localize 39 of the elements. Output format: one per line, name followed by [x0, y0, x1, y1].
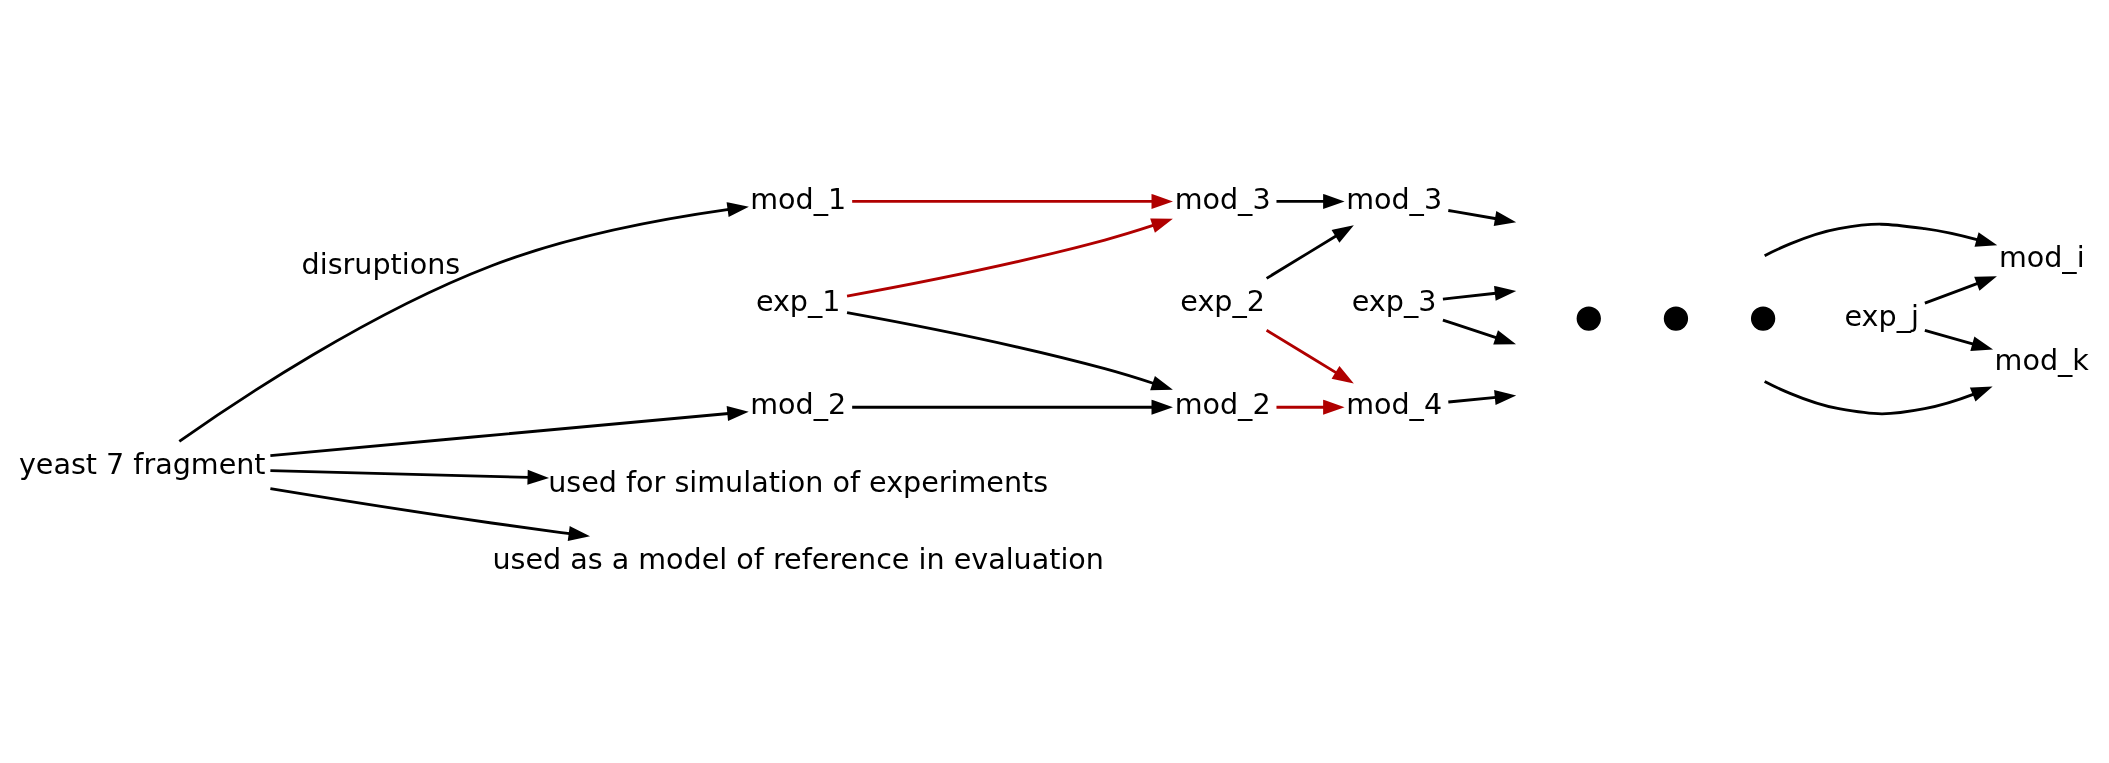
arrow [846, 311, 1173, 391]
arrow [852, 399, 1173, 415]
node-text: used as a model of reference in evaluation [492, 541, 1104, 576]
arrow [1924, 276, 1997, 305]
arrow [1764, 222, 1998, 257]
arrow [852, 193, 1173, 209]
node-circle [1663, 306, 1689, 331]
arrow [1442, 318, 1516, 345]
arrow [178, 202, 749, 443]
node-text: exp_2 [1180, 284, 1265, 319]
arrow [270, 487, 591, 541]
node-text: used for simulation of experiments [548, 464, 1049, 499]
arrow [846, 218, 1173, 298]
arrow [1448, 390, 1517, 405]
arrow [1276, 399, 1345, 415]
node-text: mod_3 [1174, 181, 1271, 216]
arrow [1764, 380, 1993, 416]
node-text: mod_k [1994, 343, 2089, 378]
node-circle [1750, 306, 1776, 331]
arrow [270, 469, 550, 485]
arrow [1265, 225, 1354, 280]
node-text: yeast 7 fragment [18, 447, 266, 482]
node-text: mod_3 [1346, 181, 1443, 216]
node-text: mod_4 [1346, 387, 1443, 422]
arrow [1265, 329, 1354, 384]
node-text: exp_1 [755, 284, 841, 319]
node-text: exp_3 [1351, 284, 1437, 319]
arrow [1924, 329, 1994, 351]
arrow [1276, 193, 1345, 209]
node-text: mod_1 [750, 181, 847, 216]
node-text: mod_i [1998, 240, 2085, 275]
arrow [270, 406, 749, 458]
edge-label: disruptions [301, 247, 461, 282]
node-text: exp_j [1844, 298, 1919, 333]
node-circle [1576, 306, 1601, 331]
node-text: mod_2 [750, 387, 847, 422]
arrow [1448, 209, 1517, 226]
arrow [1442, 285, 1517, 301]
node-text: mod_2 [1174, 387, 1271, 422]
